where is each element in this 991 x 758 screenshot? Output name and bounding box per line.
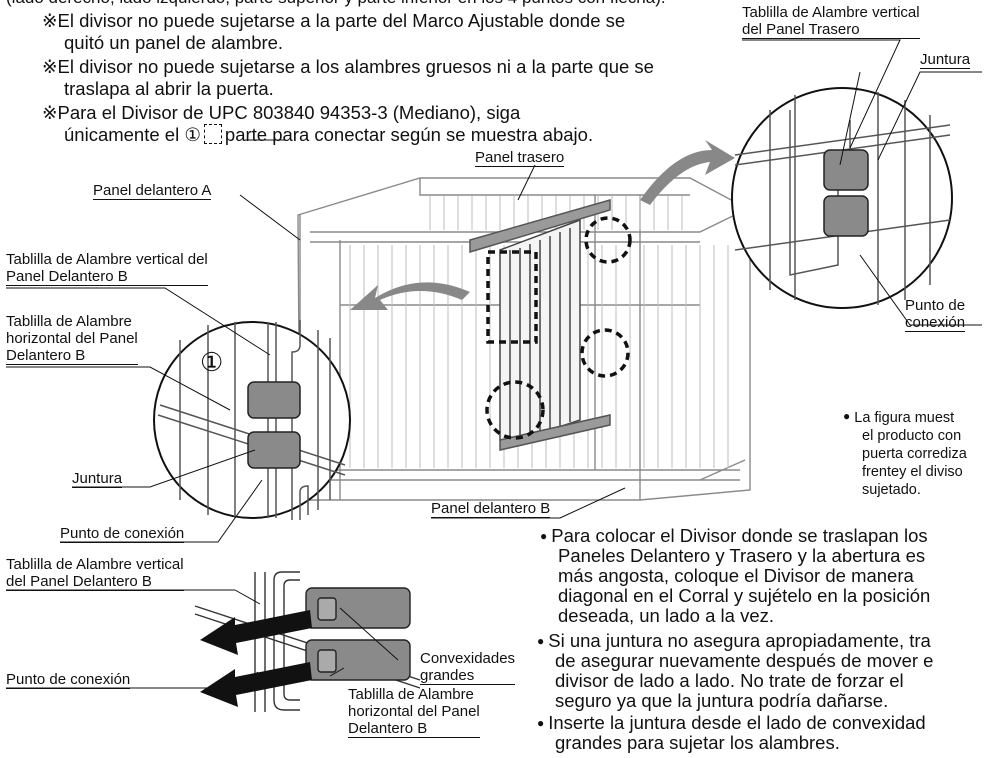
label-panel-trasero: Panel trasero xyxy=(475,149,565,167)
bullet-dot-icon: ● xyxy=(843,409,851,423)
side-note-line-5: sujetado. xyxy=(862,482,921,498)
bullet-1-line-1: ●Para colocar el Divisor donde se trasla… xyxy=(540,525,928,546)
note-1: ※El divisor no puede sujetarse a la part… xyxy=(42,10,742,54)
bullet-3-line-2: grandes para sujetar los alambres. xyxy=(555,732,840,753)
bullet-dot-icon: ● xyxy=(537,634,545,648)
bullet-1: ●Para colocar el Divisor donde se trasla… xyxy=(540,526,990,626)
label-juntura-top: Juntura xyxy=(920,51,971,69)
label-punto-right-2: conexión xyxy=(905,314,966,331)
bullet-dot-icon: ● xyxy=(540,529,548,543)
bullet-1-line-5: deseada, un lado a la vez. xyxy=(558,605,774,626)
bullet-2: ●Si una juntura no asegura apropiadament… xyxy=(537,631,991,711)
label-front-vertical: Tablilla de Alambre vertical del Panel D… xyxy=(6,251,208,286)
divider-panel xyxy=(469,199,611,451)
note-2: ※El divisor no puede sujetarse a los ala… xyxy=(42,56,762,100)
label-front-vertical-2: Panel Delantero B xyxy=(6,268,128,285)
note-1-line-2: quitó un panel de alambre. xyxy=(64,32,284,53)
left-magnifier-circle xyxy=(153,320,351,520)
dashed-box-icon xyxy=(203,124,222,144)
circle-number-one: ① xyxy=(200,347,224,377)
note-3-line-2: únicamente el ① parte para conectar según… xyxy=(42,124,722,146)
label-punto-left: Punto de conexión xyxy=(60,525,185,543)
bullet-1-line-4: diagonal en el Corral y sujételo en la p… xyxy=(558,585,931,606)
label-bottom-vertical-2: del Panel Delantero B xyxy=(6,573,152,590)
bullet-1-line-3: más angosta, coloque el Divisor de maner… xyxy=(558,565,914,586)
label-bottom-horizontal-1: Tablilla de Alambre xyxy=(348,686,474,703)
bullet-3: ●Inserte la juntura desde el lado de con… xyxy=(537,713,991,753)
label-convexidades: Convexidades grandes xyxy=(420,650,516,685)
note-2-line-1: ※El divisor no puede sujetarse a los ala… xyxy=(42,56,654,77)
label-punto-bottom: Punto de conexión xyxy=(6,671,131,689)
note-3-line-1: ※Para el Divisor de UPC 803840 94353-3 (… xyxy=(42,102,521,123)
bullet-dot-icon: ● xyxy=(537,716,545,730)
label-front-horizontal-1: Tablilla de Alambre xyxy=(6,313,132,330)
label-bottom-vertical-1: Tablilla de Alambre vertical xyxy=(6,556,184,573)
bullet-2-line-1: ●Si una juntura no asegura apropiadament… xyxy=(537,630,931,651)
note-3-part-a: únicamente el ① xyxy=(64,124,201,145)
label-convexidades-2: grandes xyxy=(420,667,475,684)
side-note-line-1: ●La figura muest xyxy=(843,409,955,426)
bullet-1-line-2: Paneles Delantero y Trasero y la abertur… xyxy=(558,545,926,566)
side-note: ●La figura muest el producto con puerta … xyxy=(843,407,967,499)
label-juntura-left: Juntura xyxy=(72,470,123,488)
label-bottom-horizontal: Tablilla de Alambre horizontal del Panel… xyxy=(348,686,480,738)
label-front-horizontal-3: Delantero B xyxy=(6,347,86,364)
label-front-vertical-1: Tablilla de Alambre vertical del xyxy=(6,251,208,268)
bullet-2-line-4: seguro ya que la juntura podría dañarse. xyxy=(555,690,889,711)
label-punto-right: Punto de conexión xyxy=(905,297,966,332)
note-2-line-2: traslapa al abrir la puerta. xyxy=(64,78,274,99)
note-3: ※Para el Divisor de UPC 803840 94353-3 (… xyxy=(42,102,722,146)
bottom-detail-drawing xyxy=(194,571,421,712)
bullet-3-line-1: ●Inserte la juntura desde el lado de con… xyxy=(537,712,926,733)
side-note-line-2: el producto con xyxy=(862,428,962,444)
bullet-2-line-2: de asegurar nuevamente después de mover … xyxy=(555,650,934,671)
label-punto-right-1: Punto de xyxy=(905,297,966,314)
label-bottom-horizontal-3: Delantero B xyxy=(348,720,428,737)
label-front-horizontal-2: horizontal del Panel xyxy=(6,330,138,347)
label-convexidades-1: Convexidades xyxy=(420,650,516,667)
side-note-line-3: puerta corrediza xyxy=(862,446,967,462)
callout-arrows xyxy=(350,140,735,310)
top-cutoff-line: (lado derecho, lado izquierdo, parte sup… xyxy=(6,0,666,9)
side-note-line-4: frentey el diviso xyxy=(862,464,963,480)
label-rear-vertical-2: del Panel Trasero xyxy=(742,21,860,38)
label-bottom-horizontal-2: horizontal del Panel xyxy=(348,703,480,720)
label-rear-vertical: Tablilla de Alambre vertical del Panel T… xyxy=(742,4,920,39)
note-1-line-1: ※El divisor no puede sujetarse a la part… xyxy=(42,10,626,31)
label-rear-vertical-1: Tablilla de Alambre vertical xyxy=(742,4,920,21)
label-panel-delantero-a: Panel delantero A xyxy=(93,182,212,200)
label-panel-delantero-b: Panel delantero B xyxy=(431,500,551,518)
right-magnifier-circle xyxy=(731,87,953,309)
label-bottom-vertical: Tablilla de Alambre vertical del Panel D… xyxy=(6,556,184,591)
label-front-horizontal: Tablilla de Alambre horizontal del Panel… xyxy=(6,313,138,365)
note-3-part-b: parte para conectar según se muestra aba… xyxy=(224,124,594,145)
attachment-markers xyxy=(485,216,632,440)
bullet-2-line-3: divisor de lado a lado. No trate de forz… xyxy=(555,670,904,691)
